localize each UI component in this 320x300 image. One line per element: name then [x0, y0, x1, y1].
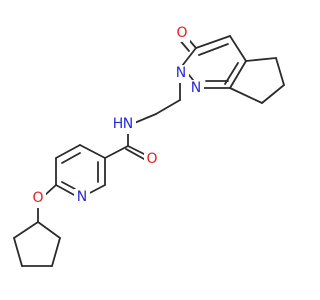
- bond: [275, 57, 285, 86]
- atom-h-amide: H: [113, 116, 124, 132]
- bond: [79, 144, 106, 159]
- atom-o-ketone: O: [176, 25, 187, 41]
- bond: [229, 87, 263, 104]
- atom-n-pyridazinone-1: N: [176, 65, 186, 81]
- bond: [51, 237, 61, 267]
- bond: [195, 35, 231, 49]
- cyclopentane-fused-ring: [229, 57, 285, 104]
- bond: [155, 99, 181, 115]
- bond: [261, 84, 285, 104]
- bond: [61, 152, 81, 164]
- bond: [55, 184, 77, 197]
- bond: [229, 35, 247, 62]
- atom-n-amide: N: [123, 116, 133, 132]
- pyridine-ring: [55, 144, 106, 197]
- molecule-canvas: O N N N H O N O: [13, 24, 285, 267]
- bond: [229, 60, 247, 89]
- bond: [13, 237, 23, 267]
- structure-diagram: O N N N H O N O: [13, 24, 285, 267]
- bond: [37, 221, 61, 239]
- bond: [104, 145, 129, 159]
- atom-n-pyridine: N: [77, 189, 87, 205]
- amide-group: [104, 133, 147, 160]
- bond: [127, 145, 147, 156]
- atom-o-amide: O: [146, 151, 157, 167]
- bond: [198, 43, 229, 56]
- bond: [181, 47, 197, 67]
- atom-o-ether: O: [32, 190, 43, 206]
- bond: [61, 181, 76, 190]
- bond: [125, 148, 145, 160]
- bond: [55, 144, 81, 159]
- bond: [13, 221, 39, 239]
- bond: [245, 57, 277, 62]
- ethyl-linker: [131, 79, 181, 125]
- atom-n-pyridazinone-2: N: [191, 80, 201, 96]
